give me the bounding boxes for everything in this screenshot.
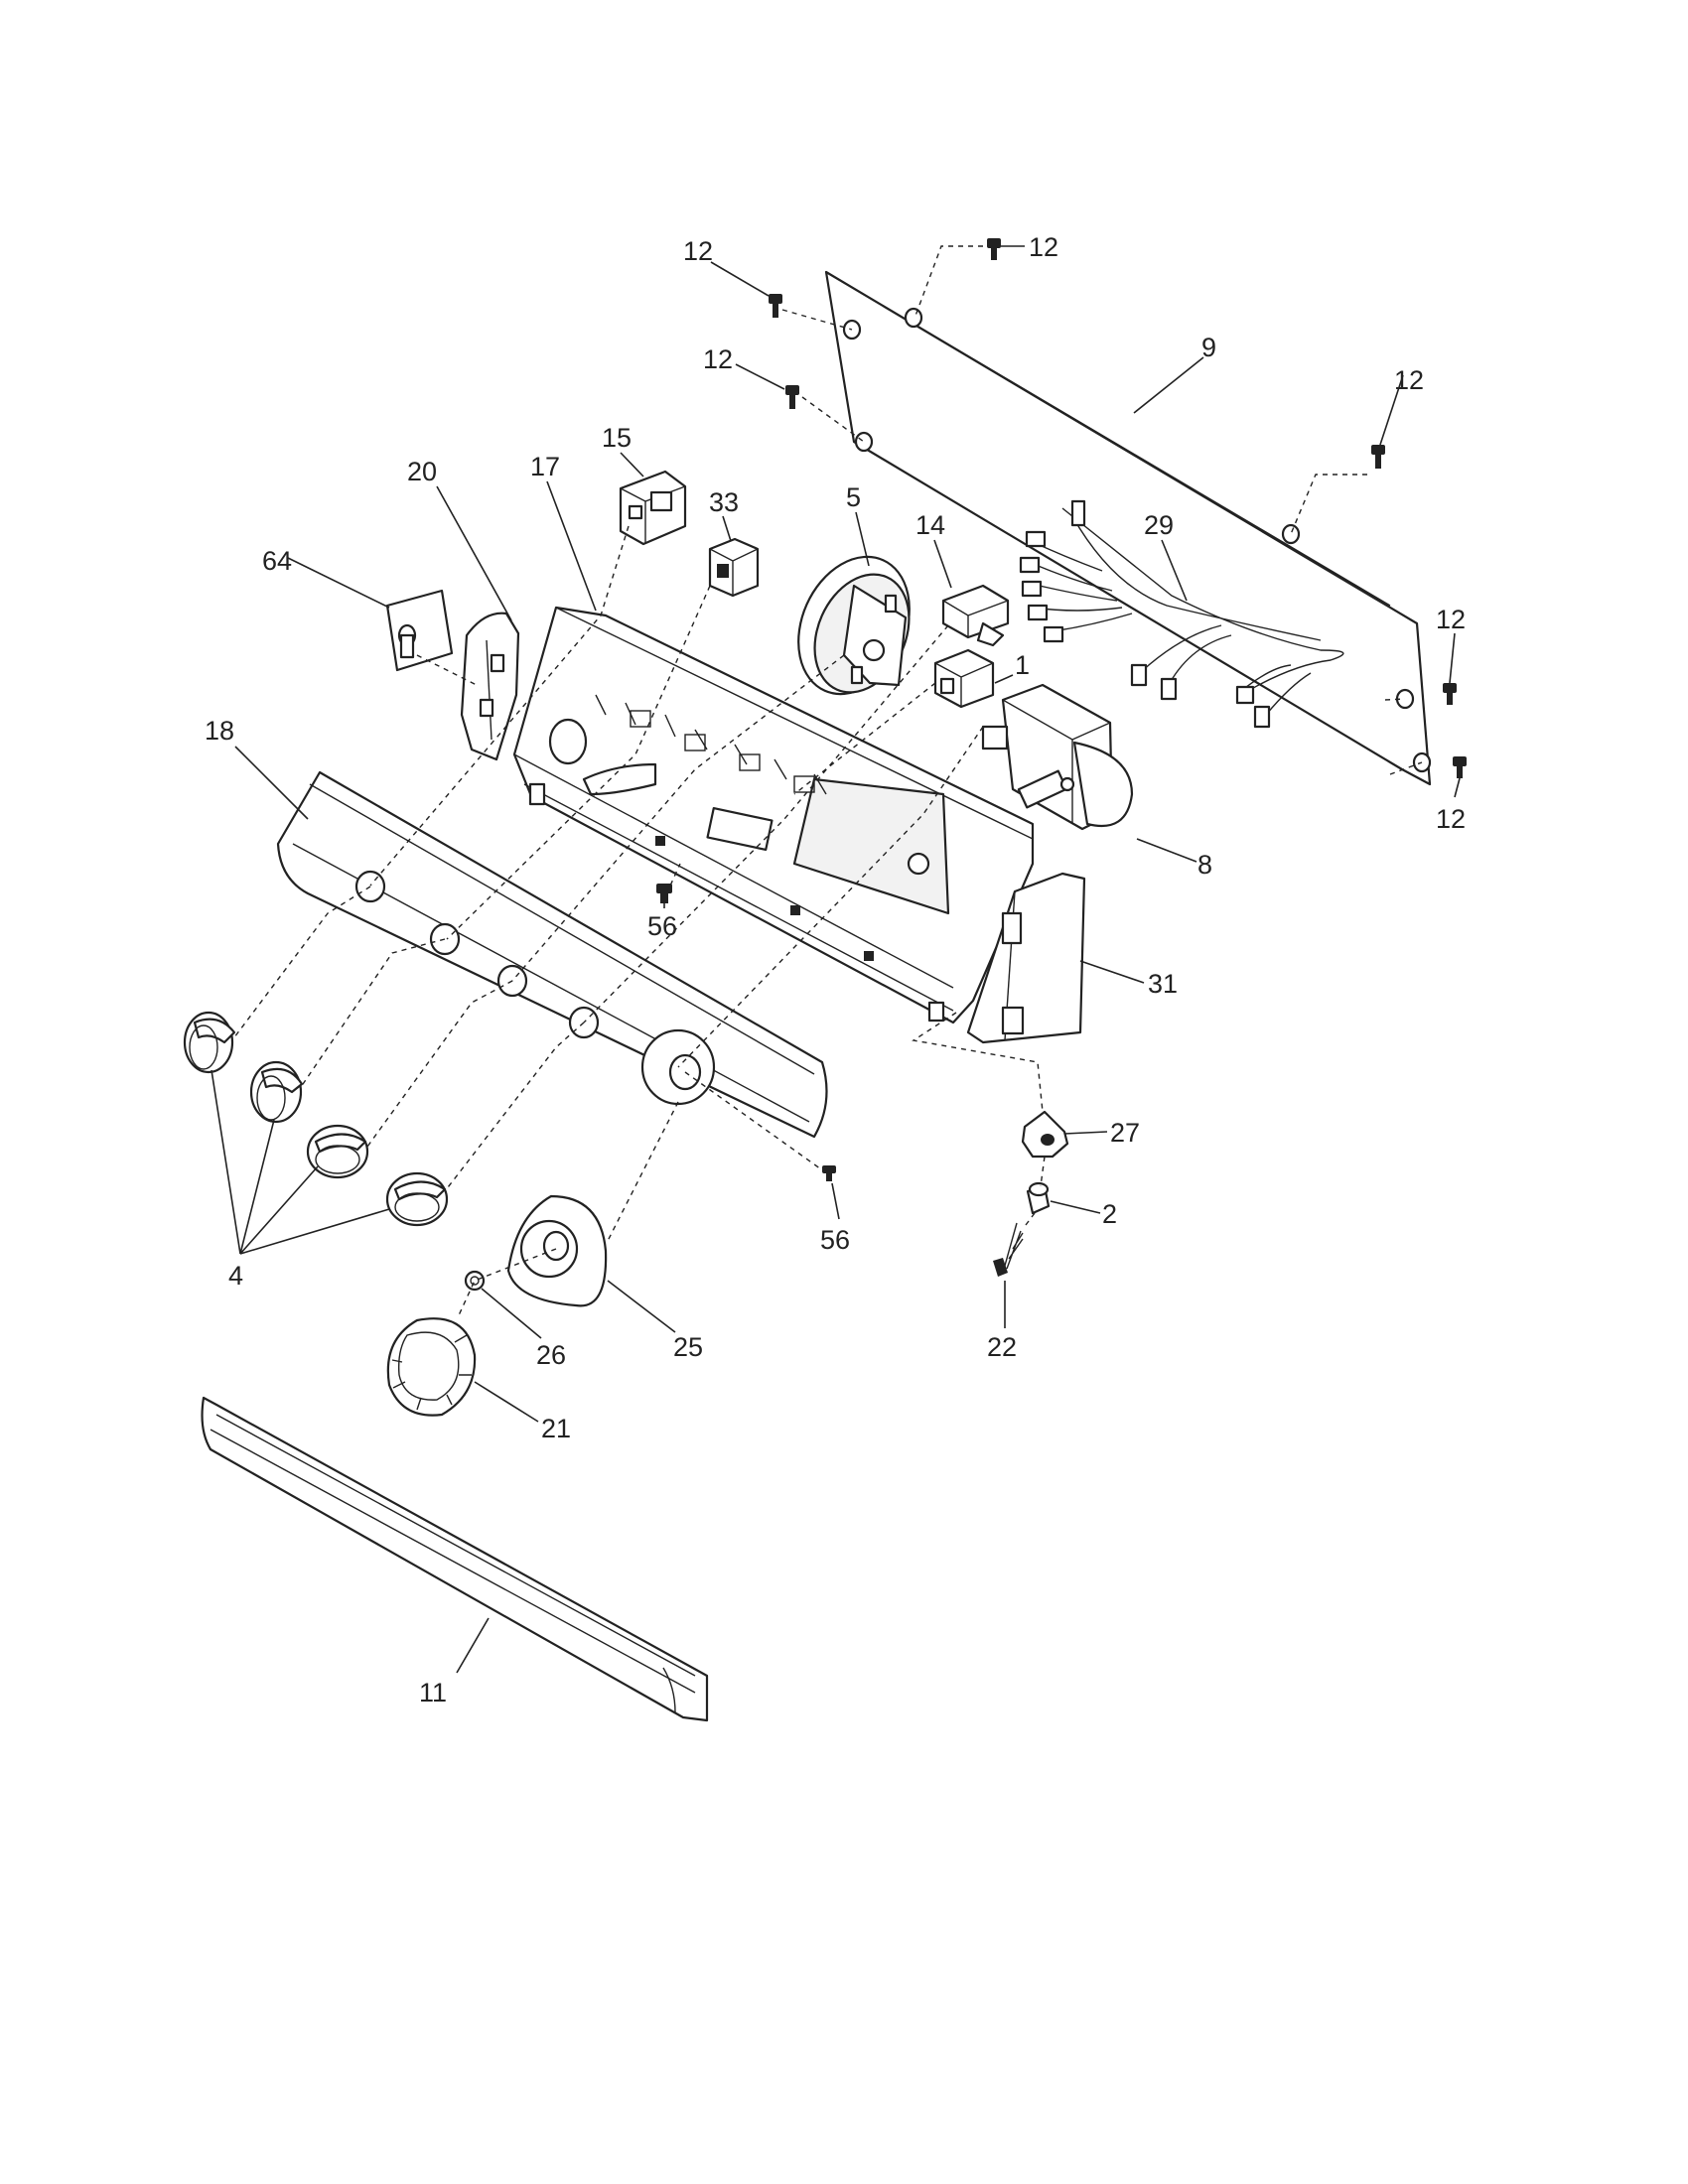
leader-lines	[211, 245, 1461, 1674]
back-panel	[824, 270, 1432, 786]
callout-18: 18	[205, 716, 234, 746]
callout-56-right: 56	[820, 1225, 850, 1255]
motor-assembly	[981, 683, 1134, 831]
reference-lines	[233, 525, 1046, 1316]
callout-29: 29	[1144, 510, 1174, 540]
callout-15: 15	[602, 423, 632, 453]
hardware-right	[993, 1110, 1069, 1277]
callout-12-mid-left: 12	[703, 344, 733, 374]
knobs	[183, 1011, 449, 1227]
callout-2: 2	[1102, 1199, 1117, 1229]
screws-12	[769, 238, 1467, 778]
callout-21: 21	[541, 1414, 571, 1443]
callout-14: 14	[915, 510, 945, 540]
callout-56-top: 56	[647, 911, 677, 941]
callout-31: 31	[1148, 969, 1178, 999]
callout-26: 26	[536, 1340, 566, 1370]
callout-5: 5	[846, 482, 861, 512]
callout-22: 22	[987, 1332, 1017, 1362]
control-console	[512, 606, 1035, 1024]
callout-9: 9	[1201, 333, 1216, 362]
callout-1: 1	[1015, 650, 1030, 680]
timer	[797, 555, 911, 696]
trim-strip	[201, 1396, 709, 1722]
callout-12-upper-right: 12	[1394, 365, 1424, 395]
callout-labels: 12 12 12 12 12 12 9 15 33 5 14 29 20 17 …	[205, 232, 1466, 1707]
callout-12-top-right: 12	[1029, 232, 1058, 262]
callout-11: 11	[419, 1678, 447, 1707]
wire-harness	[1019, 499, 1344, 729]
callout-12-right-low: 12	[1436, 804, 1466, 834]
callout-12-top-left: 12	[683, 236, 713, 266]
washer	[464, 1270, 486, 1292]
callout-4: 4	[228, 1261, 243, 1291]
callout-12-right-mid: 12	[1436, 605, 1466, 634]
timer-knob	[386, 1317, 477, 1417]
relay	[933, 648, 995, 709]
plate-64	[385, 589, 454, 672]
dial-skirt	[506, 1194, 608, 1307]
callout-64: 64	[262, 546, 292, 576]
callout-33: 33	[709, 487, 739, 517]
callout-17: 17	[530, 452, 560, 481]
switch	[941, 584, 1010, 647]
component-15	[619, 470, 687, 546]
callout-20: 20	[407, 457, 437, 486]
callout-25: 25	[673, 1332, 703, 1362]
callout-8: 8	[1197, 850, 1212, 880]
screw-56-right	[822, 1165, 836, 1181]
end-cap-right	[966, 872, 1086, 1044]
end-cap-left	[460, 612, 520, 761]
component-33	[708, 537, 760, 598]
callout-27: 27	[1110, 1118, 1140, 1148]
